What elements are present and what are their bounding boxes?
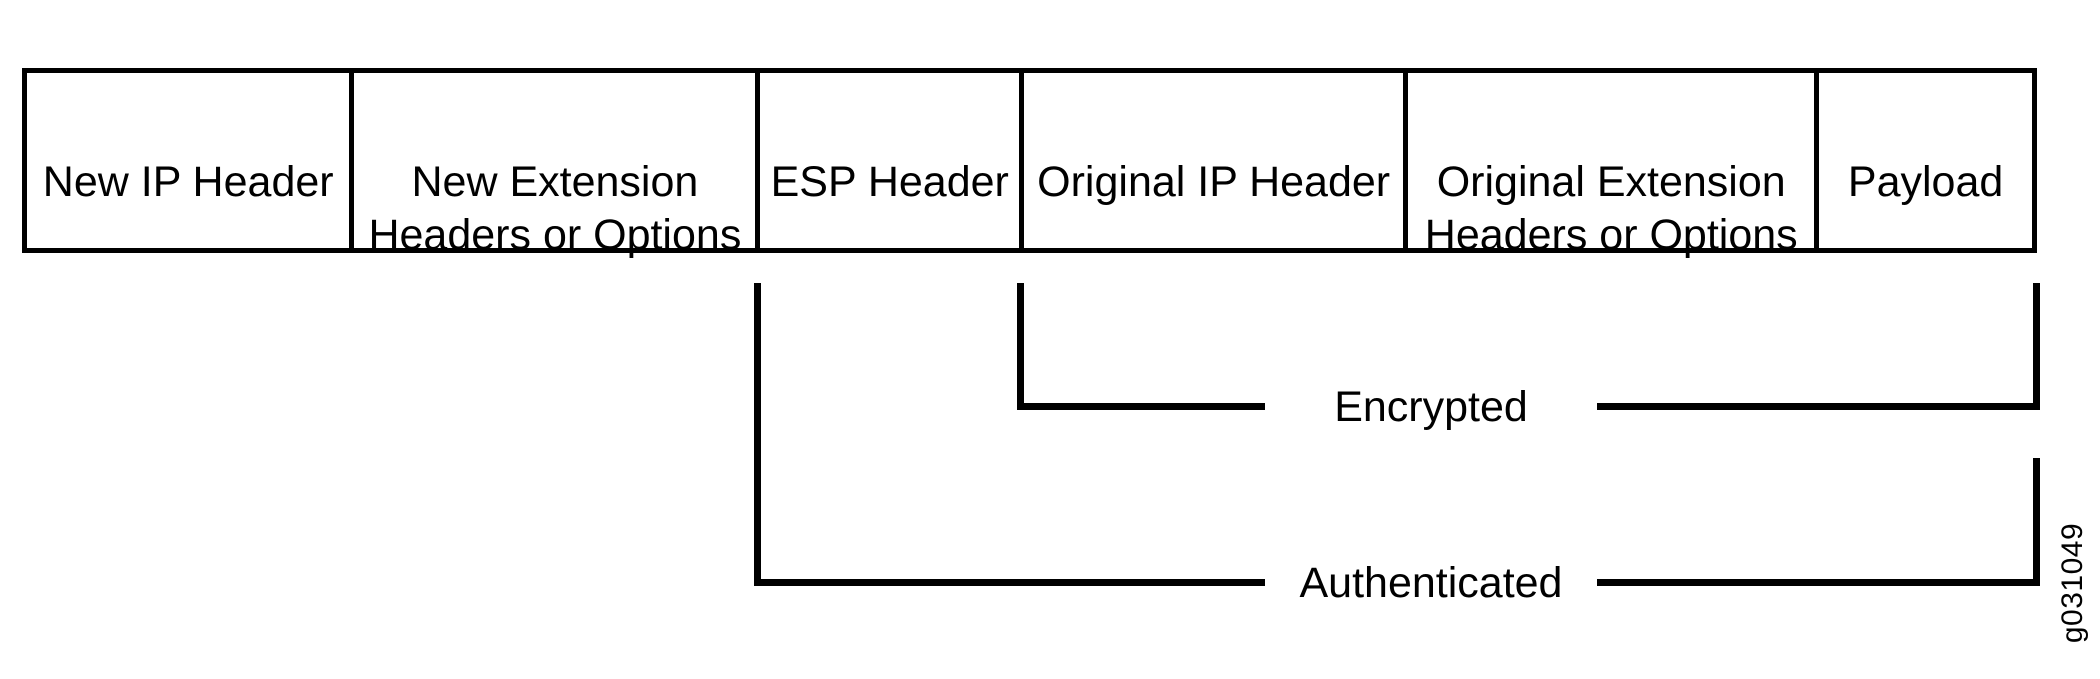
authenticated-bracket-right-vertical-line xyxy=(2033,458,2040,586)
encrypted-bracket-left-vertical-line xyxy=(1017,283,1024,410)
encrypted-bracket-right-vertical-line xyxy=(2033,283,2040,410)
authenticated-label: Authenticated xyxy=(1299,559,1563,607)
packet-field-label: Original IP Header xyxy=(1037,158,1391,206)
packet-field-new-extension-headers: New Extension Headers or Options xyxy=(354,73,761,259)
packet-field-original-ip-header: Original IP Header xyxy=(1024,73,1409,248)
packet-field-label: New Extension Headers or Options xyxy=(368,158,742,259)
figure-id-label: g031049 xyxy=(2056,522,2089,644)
packet-field-label: Payload xyxy=(1847,158,2004,206)
authenticated-bracket-left-vertical-line xyxy=(754,283,761,586)
packet-field-esp-header: ESP Header xyxy=(760,73,1025,248)
authenticated-bracket-left-horizontal-line xyxy=(754,579,1265,586)
packet-structure-table: New IP Header New Extension Headers or O… xyxy=(22,68,2037,259)
encrypted-bracket-right-horizontal-line xyxy=(1597,403,2037,410)
packet-field-payload: Payload xyxy=(1819,73,2032,248)
encrypted-label: Encrypted xyxy=(1334,383,1528,431)
packet-field-label: New IP Header xyxy=(42,158,334,206)
authenticated-bracket-right-horizontal-line xyxy=(1597,579,2037,586)
packet-field-new-ip-header: New IP Header xyxy=(27,73,355,248)
packet-field-original-extension-headers: Original Extension Headers or Options xyxy=(1408,73,1820,259)
packet-field-label: Original Extension Headers or Options xyxy=(1424,158,1798,259)
packet-field-label: ESP Header xyxy=(770,158,1009,206)
encrypted-bracket-left-horizontal-line xyxy=(1017,403,1265,410)
